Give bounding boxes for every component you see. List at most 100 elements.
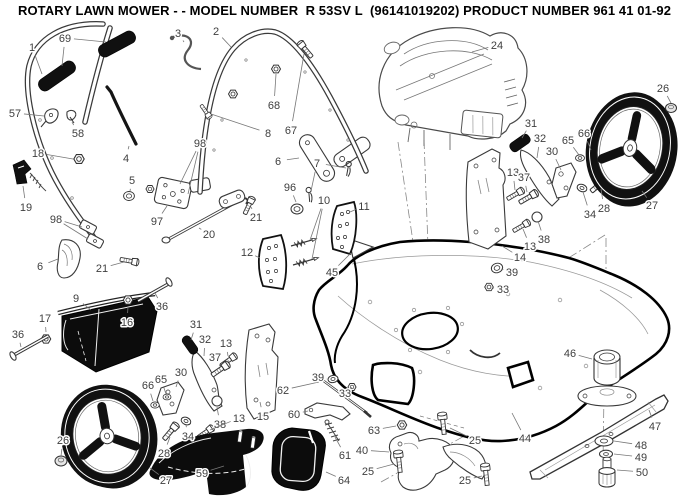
- part-callout-27: 27: [646, 200, 658, 212]
- callout-leader: [46, 154, 74, 160]
- grommet-5: [123, 191, 135, 201]
- part-callout-96: 96: [284, 182, 296, 194]
- part-callout-64: 64: [338, 475, 350, 487]
- callout-leader: [525, 185, 528, 193]
- rod-3: [172, 34, 202, 71]
- lock-washer-49: [598, 449, 614, 459]
- fuel-cap: [383, 41, 401, 55]
- nut-18: [73, 153, 85, 165]
- lever-57: [44, 108, 59, 124]
- callout-leader: [513, 180, 516, 191]
- part-callout-61: 61: [339, 450, 351, 462]
- callout-leader: [310, 171, 316, 192]
- callout-leader: [34, 55, 43, 75]
- callout-leader: [471, 47, 489, 53]
- callout-leader: [127, 145, 130, 150]
- callout-leader: [187, 151, 199, 195]
- part-callout-58: 58: [72, 128, 84, 140]
- part-callout-38: 38: [538, 234, 550, 246]
- part-callout-39: 39: [312, 372, 324, 384]
- deck-engine-hole: [401, 311, 459, 351]
- part-callout-57: 57: [9, 108, 21, 120]
- callout-leader: [250, 206, 253, 210]
- callout-leader: [82, 303, 92, 311]
- part-callout-48: 48: [635, 440, 647, 452]
- nut-33: [484, 282, 494, 292]
- callout-leader: [166, 436, 171, 445]
- part-callout-32: 32: [534, 133, 546, 145]
- part-callout-34: 34: [584, 209, 596, 221]
- callout-leader: [666, 95, 672, 104]
- part-callout-47: 47: [649, 421, 661, 433]
- callout-leader: [61, 46, 65, 67]
- callout-leader: [334, 436, 341, 448]
- part-callout-24: 24: [491, 40, 503, 52]
- nut-63: [396, 420, 408, 430]
- callout-leader: [349, 387, 353, 390]
- upper-handle: [24, 21, 136, 249]
- blade-bolt-50: [598, 456, 616, 488]
- part-callout-65: 65: [562, 135, 574, 147]
- callout-leader: [259, 401, 262, 408]
- part-callout-13: 13: [233, 413, 245, 425]
- lever-6: [56, 239, 81, 279]
- blade-assembly: [529, 349, 669, 488]
- deck-opening: [370, 361, 416, 406]
- callout-leader: [311, 208, 323, 260]
- washer-34: [179, 415, 193, 427]
- part-callout-68: 68: [268, 100, 280, 112]
- part-callout-38: 38: [214, 419, 226, 431]
- part-callout-17: 17: [39, 313, 51, 325]
- part-callout-97: 97: [151, 216, 163, 228]
- callout-leader: [382, 425, 397, 429]
- part-callout-12: 12: [241, 247, 253, 259]
- strap-6: [298, 134, 336, 182]
- guard-40: [442, 443, 487, 480]
- part-callout-98: 98: [50, 214, 62, 226]
- part-callout-40: 40: [356, 445, 368, 457]
- part-callout-46: 46: [564, 348, 576, 360]
- part-callout-7: 7: [314, 158, 320, 170]
- link-30: [551, 162, 577, 199]
- part-callout-49: 49: [635, 452, 647, 464]
- part-callout-60: 60: [288, 409, 300, 421]
- part-callout-25: 25: [459, 475, 471, 487]
- part-callout-34: 34: [182, 431, 194, 443]
- callout-leader: [521, 130, 527, 139]
- part-callout-6: 6: [37, 261, 43, 273]
- callout-leader: [325, 471, 336, 477]
- callout-leader: [48, 258, 59, 264]
- blade-adapter-46: [577, 349, 637, 407]
- part-callout-14: 14: [514, 252, 526, 264]
- drive-cover: [9, 277, 173, 373]
- deck-bolt-holes: [367, 291, 589, 391]
- callout-leader: [582, 191, 588, 206]
- callout-leader: [641, 190, 648, 198]
- part-callout-8: 8: [265, 128, 271, 140]
- rear-discharge-parts: [149, 374, 493, 496]
- page-title: ROTARY LAWN MOWER - - MODEL NUMBER R 53S…: [17, 3, 672, 18]
- part-callout-6: 6: [275, 156, 281, 168]
- callout-leader: [537, 220, 542, 231]
- callout-leader: [221, 37, 232, 48]
- engine: [378, 27, 528, 150]
- part-callout-31: 31: [525, 118, 537, 130]
- bolt-36: [9, 334, 49, 361]
- part-callout-26: 26: [657, 83, 669, 95]
- part-callout-25: 25: [362, 466, 374, 478]
- part-callout-98: 98: [194, 138, 206, 150]
- part-callout-66: 66: [142, 380, 154, 392]
- part-callout-11: 11: [358, 201, 369, 213]
- callout-leader: [572, 147, 580, 156]
- part-callout-4: 4: [123, 153, 129, 165]
- part-callout-13: 13: [524, 241, 536, 253]
- callout-leader: [182, 40, 185, 43]
- part-callout-5: 5: [129, 175, 135, 187]
- part-callout-37: 37: [518, 172, 530, 184]
- callout-leader: [536, 146, 540, 159]
- callout-leader: [63, 223, 89, 240]
- part-callout-59: 59: [196, 468, 208, 480]
- callout-leader: [22, 185, 26, 199]
- callout-leader: [175, 380, 179, 388]
